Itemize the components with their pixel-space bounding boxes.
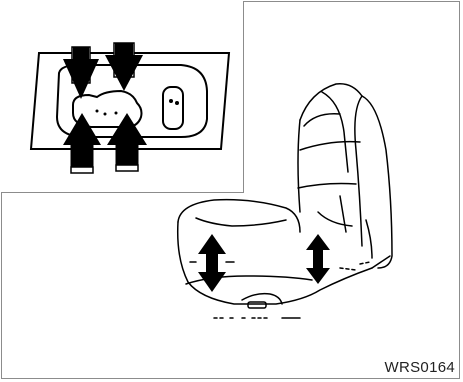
seat-cushion-outline [178,200,300,232]
double-arrow-vertical-icon [198,234,226,292]
double-arrow-vertical-icon [306,234,330,284]
figure-code: WRS0164 [385,359,455,376]
